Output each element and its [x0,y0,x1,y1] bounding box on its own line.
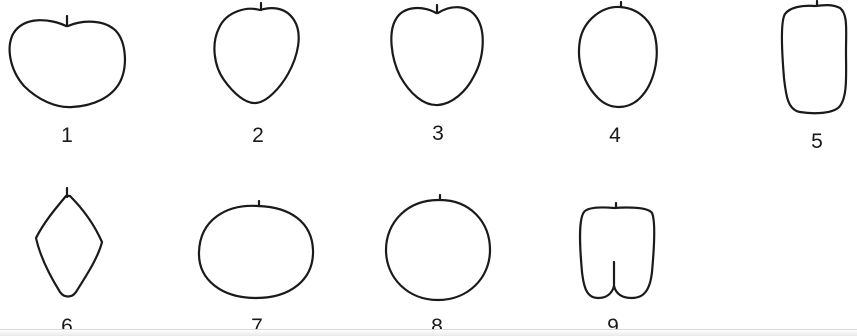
shape-8-outline [386,200,490,300]
shape-3: 3 [391,5,482,145]
shape-6-outline [36,196,102,297]
shape-2-label: 2 [252,124,264,147]
shape-4-outline [579,7,657,107]
shape-1-label: 1 [61,124,73,147]
shape-7: 7 [199,201,313,336]
shape-9: 9 [580,203,654,336]
shape-2-outline [214,8,298,103]
shape-4-label: 4 [609,124,621,147]
shape-5: 5 [782,1,846,153]
shape-6: 6 [36,188,102,336]
shape-3-label: 3 [432,122,444,145]
shape-4: 4 [579,2,657,147]
shape-2: 2 [214,3,298,147]
shape-9-outline [580,207,654,298]
shape-1: 1 [10,16,125,147]
shape-1-outline [10,20,125,107]
shape-3-outline [391,7,482,105]
shape-5-outline [782,5,846,113]
shape-7-outline [199,206,313,298]
bottom-divider [0,329,857,336]
shape-8: 8 [386,195,490,336]
shape-5-label: 5 [811,130,823,153]
